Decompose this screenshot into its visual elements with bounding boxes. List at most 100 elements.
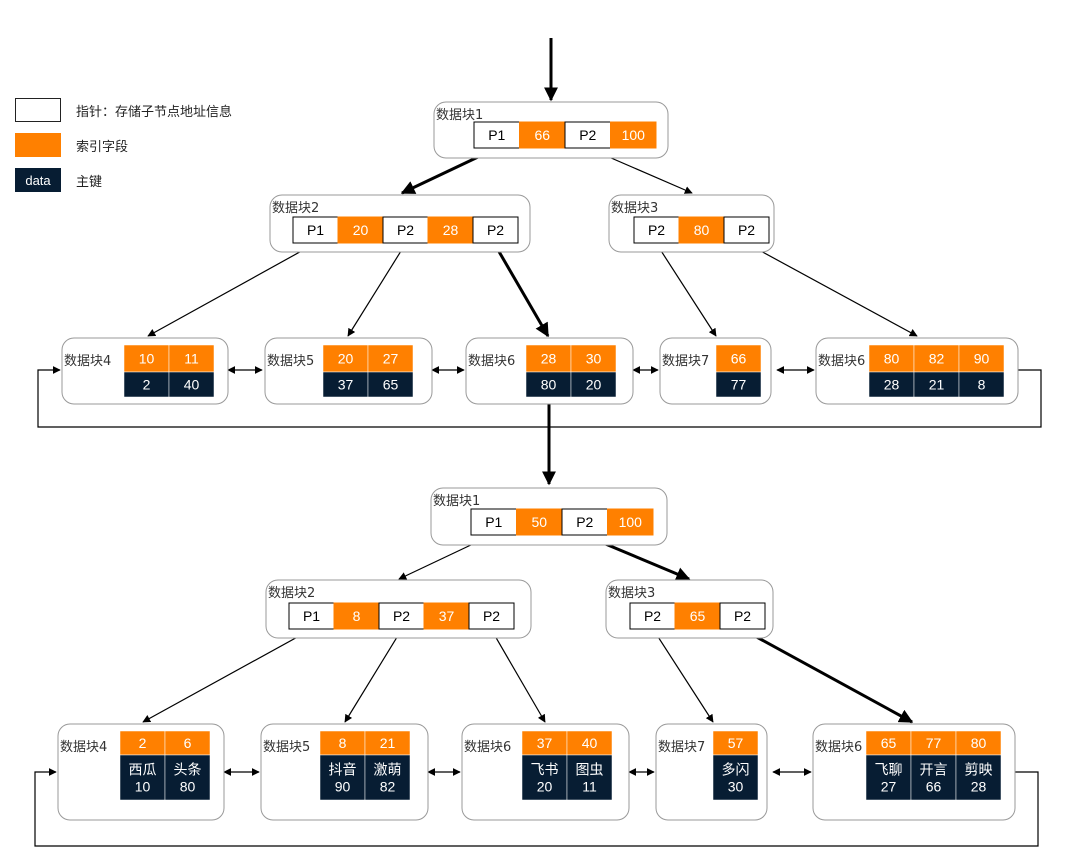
t1-leaf5-key-text: 80: [884, 351, 900, 367]
t2-leaf1-key-text: 6: [184, 735, 192, 751]
t2-leaf1-data-cell: [164, 754, 211, 801]
t2-leaf5-data-name: 剪映: [965, 762, 993, 778]
t1-block3-key-cell: [678, 216, 725, 244]
t2-leaf3-data-id: 20: [537, 779, 553, 795]
t2-leaf5-data-name: 飞聊: [875, 762, 903, 778]
t1-root-pointer-text: P2: [579, 127, 596, 143]
t2-block2-key-text: 37: [439, 608, 455, 624]
t2-leaf2-data-name: 激萌: [374, 762, 402, 778]
t2-leaf1-key-cell: [164, 730, 211, 756]
t2-leaf1-key-text: 2: [139, 735, 147, 751]
t1-leaf3-label: 数据块6: [468, 354, 515, 369]
t1-leaf5-data-cell: [868, 371, 915, 398]
t1-block3-pointer-cell: [633, 216, 680, 244]
t2-block2-key-text: 8: [353, 608, 361, 624]
t1-leaf5-key-text: 82: [929, 351, 945, 367]
t1-leaf1-data-text: 40: [184, 377, 200, 393]
t2-leaf5-label: 数据块6: [815, 740, 862, 755]
t2-block3-pointer-cell: [629, 602, 676, 630]
t1-leaf5-key-cell: [868, 344, 915, 373]
t2-leaf5-key-cell: [955, 730, 1002, 756]
t2-block2-pointer-text: P2: [393, 608, 410, 624]
t2-leaf2-data-name: 抖音: [329, 762, 357, 778]
t1-root-key-text: 66: [534, 127, 550, 143]
t2-leaf1-data-cell: [119, 754, 166, 801]
t1-leaf5-key-text: 90: [974, 351, 990, 367]
t2-leaf2-label: 数据块5: [263, 740, 310, 755]
t1-block2-key-text: 20: [353, 222, 369, 238]
t2-block3-pointer-text: P2: [734, 608, 751, 624]
t1-leaf1-key-text: 10: [139, 351, 155, 367]
t2-root-key-text: 100: [619, 514, 643, 530]
t2-block3-key-text: 65: [690, 608, 706, 624]
edge-t1-b3-p2a: [655, 242, 717, 337]
t1-leaf2-data-cell: [367, 371, 414, 398]
t2-leaf4-key-text: 57: [728, 735, 744, 751]
pointer-swatch: [15, 98, 61, 122]
t2-leaf5-data-name: 开言: [920, 762, 948, 778]
t2-leaf2-data-id: 90: [335, 779, 351, 795]
t2-leaf5-data-id: 28: [971, 779, 987, 795]
t2-leaf1-data-name: 西瓜: [129, 762, 157, 778]
t1-block2-pointer-text: P1: [307, 222, 324, 238]
edge-t1-b2-p2a: [347, 242, 407, 337]
t2-leaf2-key-text: 21: [380, 735, 396, 751]
t1-block3-pointer-cell: [723, 216, 770, 244]
t1-leaf3-key-text: 30: [586, 351, 602, 367]
legend-pk-label: 主键: [76, 175, 103, 190]
t2-leaf5-key-text: 65: [881, 735, 897, 751]
t1-block2-key-text: 28: [443, 222, 459, 238]
t1-leaf3-data-text: 80: [541, 377, 557, 393]
t1-block3-label: 数据块3: [611, 201, 658, 216]
t1-block3-key-text: 80: [694, 222, 710, 238]
edge-t2-b2-p2a: [344, 628, 403, 723]
edge-t1-wrap: [37, 366, 1042, 428]
t1-leaf5-data-text: 28: [884, 377, 900, 393]
t2-root-pointer-text: P2: [576, 514, 593, 530]
t1-leaf2-key-text: 20: [338, 351, 354, 367]
edge-t2-b3-p2b: [741, 627, 914, 724]
t1-leaf5-label: 数据块6: [818, 354, 865, 369]
query-banner: select * from product where score=28: [436, 16, 669, 32]
t1-leaf5-data-text: 21: [929, 377, 945, 393]
t2-leaf1-data-id: 10: [135, 779, 151, 795]
t1-root-pointer-text: P1: [488, 127, 505, 143]
edge-t2-b2-p1: [142, 628, 313, 723]
t2-leaf2-key-cell: [364, 730, 411, 756]
t2-block2-pointer-text: P2: [483, 608, 500, 624]
edge-t2-b3-p2a: [652, 628, 714, 723]
t2-leaf3-label: 数据块6: [464, 740, 511, 755]
t2-root-pointer-text: P1: [485, 514, 502, 530]
t1-leaf4-data-cell: [715, 371, 762, 398]
t2-root-label: 数据块1: [433, 494, 480, 509]
t2-leaf3-key-cell: [521, 730, 568, 756]
t2-block3-pointer-text: P2: [644, 608, 661, 624]
t1-leaf1-data-text: 2: [143, 377, 151, 393]
t1-leaf2-key-text: 27: [383, 351, 399, 367]
t2-root-key-cell: [607, 508, 654, 536]
t2-leaf3-data-name: 飞书: [531, 762, 559, 778]
t1-leaf4-data-text: 77: [731, 377, 747, 393]
t2-leaf2-data-cell: [364, 754, 411, 801]
t1-block3-pointer-text: P2: [738, 222, 755, 238]
t1-block3-pointer-text: P2: [648, 222, 665, 238]
t1-leaf2-data-text: 65: [383, 377, 399, 393]
t2-leaf5-key-text: 77: [926, 735, 942, 751]
edge-t1-b2-p2b: [492, 242, 550, 338]
t2-leaf3-data-id: 11: [582, 779, 597, 795]
t2-leaf3-data-cell: [521, 754, 568, 801]
t1-leaf4-key-text: 66: [731, 351, 747, 367]
t1-root-key-cell: [519, 121, 566, 149]
t1-leaf1-data-cell: [123, 371, 170, 398]
t1-leaf4-key-cell: [715, 344, 762, 373]
t2-leaf3-data-name: 图虫: [576, 762, 604, 778]
t2-block2-pointer-cell: [468, 602, 515, 630]
t2-leaf1-data-id: 80: [180, 779, 196, 795]
t1-block2-label: 数据块2: [272, 201, 319, 216]
t1-leaf2-data-cell: [322, 371, 369, 398]
t1-leaf3-key-cell: [525, 344, 572, 373]
t1-block2-key-cell: [427, 216, 474, 244]
t1-leaf2-label: 数据块5: [267, 354, 314, 369]
t1-root-pointer-cell: [564, 121, 611, 149]
